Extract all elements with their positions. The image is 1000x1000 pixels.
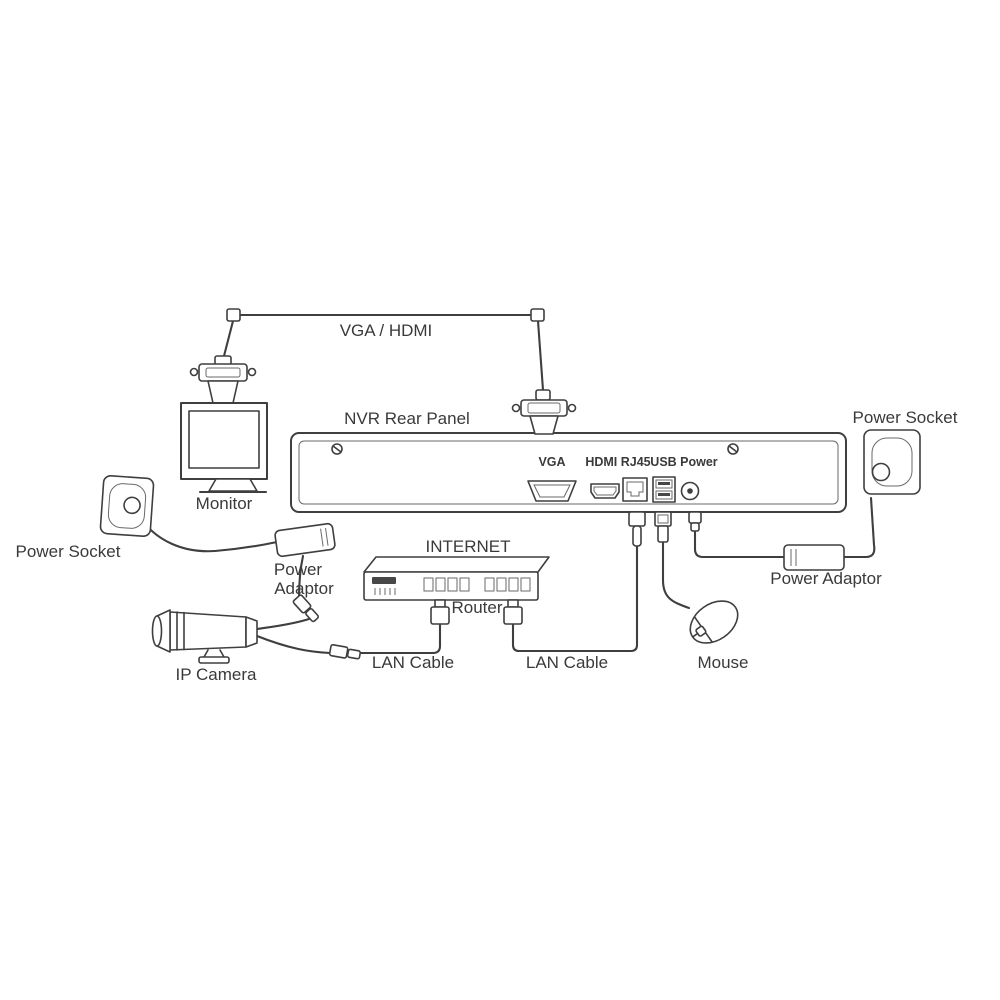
vga-hdmi-cable-left-drop (222, 319, 235, 358)
power-cable-nvr-to-adaptor (693, 529, 786, 559)
power-cable-socket-to-adaptor-left (136, 512, 279, 553)
cable-ferrule-left (226, 308, 241, 322)
camera-bracket-base (198, 656, 230, 664)
router-label: Router (451, 598, 502, 617)
vga-plug-neck (207, 380, 239, 404)
hdmi-rj45-port-label: HDMI RJ45 (585, 455, 650, 469)
dc-plug-under-nvr (688, 511, 702, 532)
vga-connector-monitor (189, 355, 257, 404)
power-socket-left-label: Power Socket (16, 542, 121, 561)
scroll-wheel (695, 625, 707, 637)
monitor (180, 402, 268, 494)
lan-connector-left (430, 599, 450, 625)
screw-icon (331, 443, 343, 455)
vga-plug-screw-right (567, 403, 577, 413)
camera-bracket-arms (203, 649, 225, 658)
power-adaptor-right-label: Power Adaptor (770, 569, 882, 588)
cables (136, 313, 876, 655)
rj45-plug-under-nvr (628, 511, 646, 547)
power-adaptor-right (783, 544, 845, 571)
hdmi-port (590, 483, 620, 499)
cable-ferrule-right (530, 308, 545, 322)
usb-power-port-label: USB Power (650, 455, 718, 469)
power-plug (123, 496, 141, 515)
nvr-rear-panel-label: NVR Rear Panel (344, 409, 470, 428)
power-adaptor-left (274, 522, 336, 558)
power-socket-right-label: Power Socket (853, 408, 958, 427)
vga-plug-ferrule (535, 389, 551, 401)
power-adaptor-left-label-line1: Power (274, 560, 323, 579)
ip-camera (151, 609, 258, 664)
power-socket-right (863, 429, 921, 495)
router-front (363, 571, 539, 601)
vga-plug-screw-left (189, 367, 199, 377)
router (363, 556, 550, 601)
monitor-bezel (180, 402, 268, 480)
vga-hdmi-cable-right-drop (536, 319, 545, 392)
lan-connector-right (503, 599, 523, 625)
router-lan-ports (423, 577, 531, 592)
vga-plug-neck (529, 415, 559, 435)
vga-hdmi-label: VGA / HDMI (340, 321, 433, 340)
power-port (680, 481, 700, 501)
vga-port (527, 480, 577, 502)
power-plug (871, 462, 891, 482)
vga-plug-pin-area (205, 367, 241, 378)
router-top (363, 556, 550, 573)
power-coupler (292, 594, 320, 623)
camera-lan-pigtail (255, 634, 332, 655)
mouse-cable (661, 540, 691, 610)
camera-ring-lines (176, 611, 185, 651)
lan-cable-right (511, 544, 639, 653)
mouse-label: Mouse (697, 653, 748, 672)
camera-lens (151, 615, 163, 647)
diagram-labels: VGA / HDMI Monitor NVR Rear Panel Power … (16, 321, 958, 684)
usb-plug-under-nvr (654, 511, 672, 543)
mouse (689, 600, 739, 644)
nvr-panel-inset (298, 440, 839, 505)
internet-label: INTERNET (426, 537, 511, 556)
vga-port-label: VGA (538, 455, 565, 469)
nvr-panel-body (290, 432, 847, 513)
monitor-label: Monitor (196, 494, 253, 513)
lan-cable-left-label: LAN Cable (372, 653, 454, 672)
vga-connector-nvr (511, 389, 577, 435)
usb-ports (652, 476, 676, 503)
lan-cable-left (359, 622, 442, 655)
power-adaptor-left-label-line2: Adaptor (274, 579, 334, 598)
screw-icon (727, 443, 739, 455)
vga-plug-pin-area (527, 402, 561, 414)
power-socket-left (99, 474, 155, 538)
vga-plug-screw-left (511, 403, 521, 413)
ip-camera-label: IP Camera (176, 665, 257, 684)
rj45-port (622, 477, 648, 502)
router-vents (374, 588, 396, 595)
monitor-stand (208, 478, 258, 492)
lan-coupler (328, 644, 362, 660)
camera-power-pigtail (255, 617, 311, 631)
power-cable-adaptor-to-socket-right (842, 496, 876, 559)
cable-ferrules (226, 308, 545, 322)
nvr-rear-panel (290, 432, 847, 513)
vga-plug-screw-right (247, 367, 257, 377)
lan-cable-right-label: LAN Cable (526, 653, 608, 672)
camera-back-cap (245, 616, 258, 648)
monitor-screen (188, 410, 260, 469)
camera-body (169, 611, 247, 651)
router-logo-badge (372, 577, 396, 584)
power-cable-adaptor-to-coupler (297, 554, 305, 600)
